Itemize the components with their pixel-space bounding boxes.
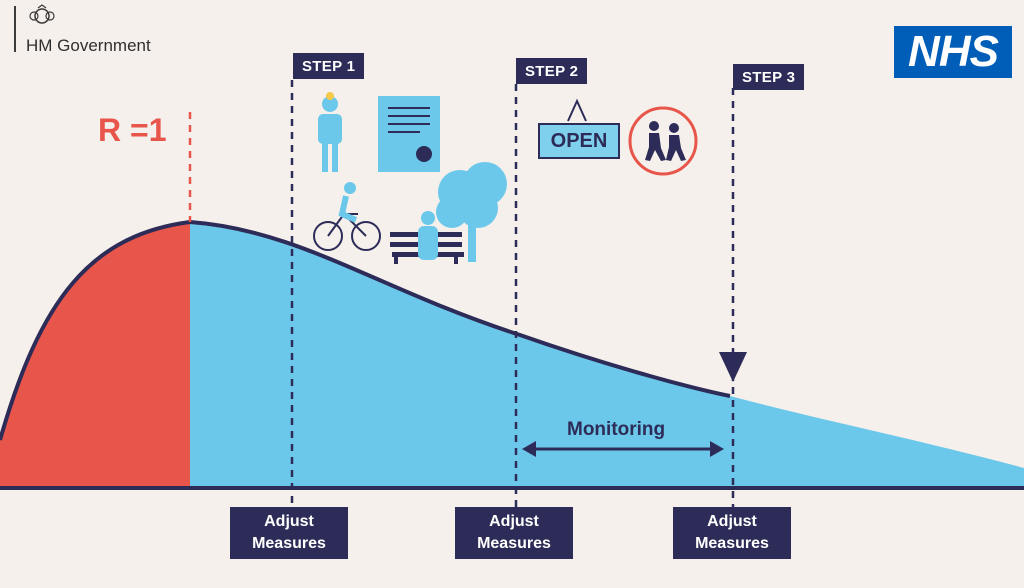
adjust-measures-2: Adjust Measures	[455, 507, 573, 559]
brand-divider	[14, 6, 16, 52]
r-equals-one-label: R =1	[98, 112, 167, 148]
step-1-label: STEP 1	[293, 53, 365, 79]
step3-arrow-head	[719, 352, 747, 382]
curve-red-area	[0, 222, 190, 488]
step-2-label: STEP 2	[516, 58, 588, 84]
open-sign-hanger	[567, 98, 587, 122]
monitoring-label: Monitoring	[567, 419, 666, 440]
monitoring-arrow-right	[710, 441, 724, 457]
tree-icon	[436, 162, 507, 262]
person-icon	[318, 92, 342, 172]
bench-person-icon	[390, 211, 464, 264]
curve-outline	[0, 219, 731, 441]
government-name: HM Government	[26, 36, 151, 55]
adjust-line-2: Measures	[252, 535, 326, 552]
school-children-icon	[628, 106, 698, 176]
monitoring-arrow-left	[522, 441, 536, 457]
adjust-line-1: Adjust	[264, 513, 314, 530]
adjust-measures-3: Adjust Measures	[673, 507, 791, 559]
nhs-logo: NHS	[894, 26, 1012, 78]
adjust-line-2: Measures	[477, 535, 551, 552]
adjust-line-2: Measures	[695, 535, 769, 552]
open-sign-icon: OPEN	[538, 123, 620, 159]
certificate-icon	[378, 96, 440, 172]
cyclist-icon	[313, 182, 381, 251]
step-3-label: STEP 3	[733, 64, 805, 90]
royal-crest-icon	[29, 4, 55, 24]
adjust-measures-1: Adjust Measures	[230, 507, 348, 559]
hm-government-brand: HM Government	[14, 6, 151, 56]
adjust-line-1: Adjust	[489, 513, 539, 530]
adjust-line-1: Adjust	[707, 513, 757, 530]
